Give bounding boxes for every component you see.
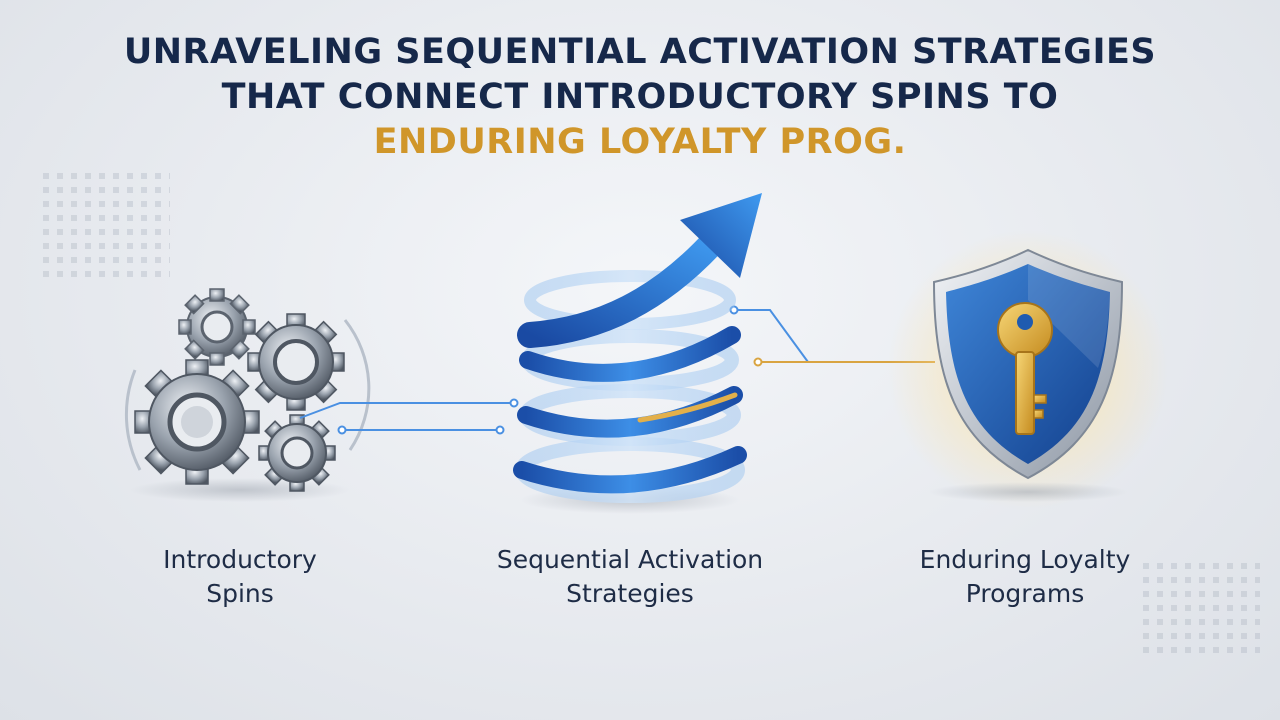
shield-key-icon — [888, 230, 1168, 510]
decorative-dot-grid — [1140, 560, 1260, 660]
caption-line: Enduring Loyalty — [919, 545, 1131, 574]
caption-line: Introductory — [163, 545, 317, 574]
connector-lines — [299, 305, 935, 435]
page-title: UNRAVELING SEQUENTIAL ACTIVATION STRATEG… — [0, 30, 1280, 165]
caption-enduring-loyalty: Enduring Loyalty Programs — [880, 543, 1170, 611]
title-line-3: ENDURING LOYALTY PROG. — [373, 122, 907, 162]
gears-icon — [124, 288, 371, 502]
caption-line: Programs — [965, 579, 1085, 608]
caption-introductory-spins: Introductory Spins — [140, 543, 340, 611]
caption-line: Sequential Activation — [496, 545, 764, 574]
title-line-1: UNRAVELING SEQUENTIAL ACTIVATION STRATEG… — [123, 32, 1157, 72]
caption-sequential-activation: Sequential Activation Strategies — [460, 543, 800, 611]
caption-line: Spins — [206, 579, 274, 608]
decorative-dot-grid — [40, 170, 170, 280]
spiral-arrow-icon — [513, 193, 762, 514]
title-line-2: THAT CONNECT INTRODUCTORY SPINS TO — [221, 77, 1059, 117]
caption-line: Strategies — [566, 579, 694, 608]
